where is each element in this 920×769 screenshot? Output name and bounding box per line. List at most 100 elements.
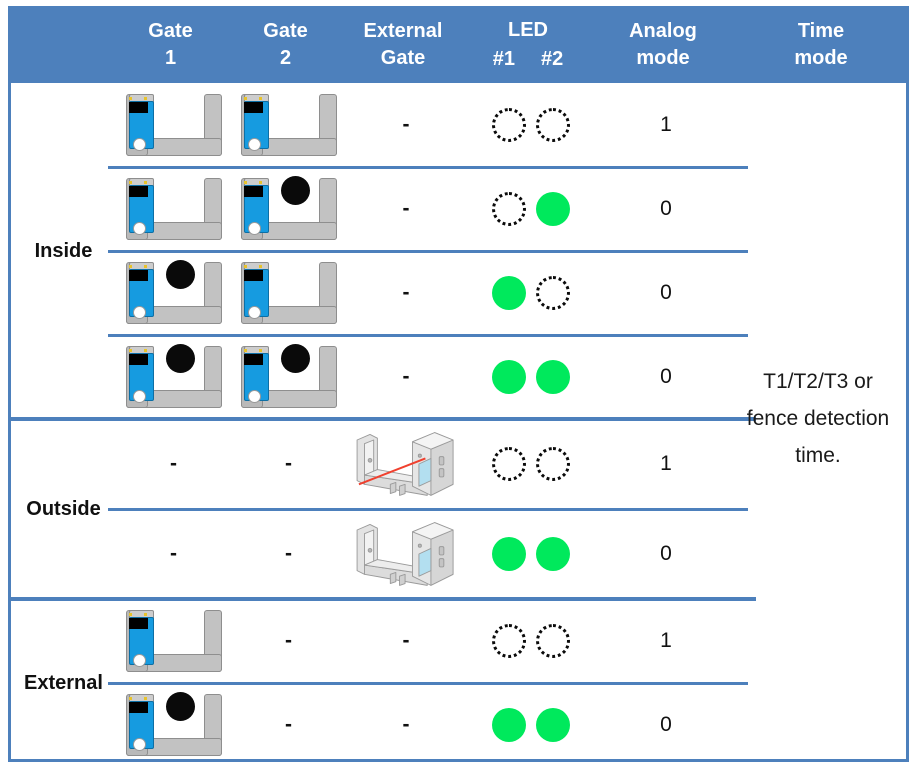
- led-indicator-pair: [492, 360, 570, 394]
- row-separator: [108, 682, 748, 685]
- sensor-led-yellow-2: [258, 180, 262, 184]
- cell-gate1: -: [170, 542, 177, 565]
- sensor-led-yellow-2: [143, 612, 147, 616]
- sensor-lens: [132, 222, 146, 235]
- group-label-external: External: [24, 671, 103, 694]
- table-row: -1: [11, 83, 756, 167]
- header-gate1-line1: Gate: [148, 19, 193, 42]
- table-row: --1: [11, 599, 756, 683]
- sensor-led-yellow-1: [128, 348, 132, 352]
- led-indicator-1-on: [492, 276, 526, 310]
- cell-led: [466, 683, 596, 767]
- cell-external-gate: [346, 419, 466, 509]
- sensor-lens: [247, 222, 261, 235]
- table-header-row: Gate 1 Gate 2 External Gate LED #1 #2 An…: [8, 6, 909, 83]
- sensor-led-yellow-2: [143, 348, 147, 352]
- cell-led: [466, 599, 596, 683]
- sensor-display: [128, 618, 148, 629]
- cell-led: [466, 509, 596, 599]
- cell-external-gate: -: [402, 113, 410, 136]
- gate1-sensor-icon: [125, 692, 222, 756]
- external-gate-device-with-beam: [356, 432, 454, 496]
- led-indicator-2-on: [536, 708, 570, 742]
- gate1-sensor-icon: [125, 94, 222, 156]
- table-row: --0: [11, 683, 756, 767]
- sensor-led-yellow-1: [243, 264, 247, 268]
- external-gate-device: [356, 522, 454, 586]
- header-led-1: #1: [492, 47, 515, 70]
- cell-gate2: -: [285, 713, 292, 736]
- led-indicator-2-off: [536, 624, 570, 658]
- sensor-lens: [132, 654, 146, 667]
- header-time-mode: Time mode: [733, 6, 909, 83]
- gate2-sensor-icon: [240, 94, 337, 156]
- led-indicator-pair: [492, 447, 570, 481]
- header-external-gate: External Gate: [343, 6, 463, 83]
- cell-analog-mode: 0: [660, 713, 672, 736]
- led-indicator-2-off: [536, 447, 570, 481]
- cell-gate2: -: [285, 542, 292, 565]
- led-indicator-pair: [492, 624, 570, 658]
- led-indicator-pair: [492, 192, 570, 226]
- group-label-outside: Outside: [26, 497, 101, 520]
- sensor-display: [128, 270, 148, 281]
- cell-gate1: [116, 83, 231, 167]
- led-indicator-1-off: [492, 192, 526, 226]
- sensor-lens: [132, 306, 146, 319]
- led-indicator-pair: [492, 108, 570, 142]
- table-row: -0: [11, 167, 756, 251]
- sensor-led-yellow-1: [243, 96, 247, 100]
- sensor-lens: [247, 138, 261, 151]
- sensor-led-yellow-1: [243, 180, 247, 184]
- header-gate2-line1: Gate: [263, 19, 308, 42]
- detected-object-ball: [165, 692, 195, 721]
- led-indicator-2-on: [536, 192, 570, 226]
- sensor-display: [243, 186, 263, 197]
- sensor-led-yellow-2: [258, 348, 262, 352]
- led-indicator-1-off: [492, 108, 526, 142]
- header-led-2: #2: [541, 47, 564, 70]
- sensor-led-yellow-2: [143, 264, 147, 268]
- table-row: -0: [11, 251, 756, 335]
- header-analog-mode: Analog mode: [593, 6, 733, 83]
- cell-analog-mode: 0: [660, 197, 672, 220]
- cell-led: [466, 251, 596, 335]
- laser-beam: [358, 457, 426, 486]
- led-indicator-2-off: [536, 276, 570, 310]
- led-indicator-2-off: [536, 108, 570, 142]
- row-separator: [108, 250, 748, 253]
- group-separator: [11, 417, 756, 421]
- cell-gate2: [231, 335, 346, 419]
- header-external-line1: External: [363, 19, 443, 42]
- row-separator: [108, 166, 748, 169]
- time-mode-cell: T1/T2/T3 or fence detection time.: [746, 370, 890, 467]
- gate1-sensor-icon: [125, 178, 222, 240]
- cell-analog-mode: 1: [660, 629, 672, 652]
- cell-gate1: [116, 335, 231, 419]
- cell-gate2: -: [285, 452, 292, 475]
- sensor-display: [128, 102, 148, 113]
- cell-led: [466, 419, 596, 509]
- header-analog-line2: mode: [636, 46, 690, 69]
- led-indicator-1-on: [492, 708, 526, 742]
- led-indicator-1-on: [492, 360, 526, 394]
- gate1-sensor-icon: [125, 260, 222, 324]
- header-gate1-line2: 1: [164, 46, 177, 69]
- cell-gate2: -: [285, 629, 292, 652]
- header-time-line1: Time: [797, 19, 845, 42]
- sensor-led-yellow-1: [128, 696, 132, 700]
- led-indicator-2-on: [536, 360, 570, 394]
- table-row: -0: [11, 335, 756, 419]
- cell-analog-mode: 0: [660, 281, 672, 304]
- led-indicator-1-off: [492, 447, 526, 481]
- header-analog-line1: Analog: [629, 19, 697, 42]
- gate2-sensor-icon: [240, 344, 337, 408]
- cell-analog-mode: 1: [660, 452, 672, 475]
- header-gate2: Gate 2: [228, 6, 343, 83]
- gate2-sensor-icon: [240, 176, 337, 240]
- sensor-led-yellow-1: [128, 264, 132, 268]
- cell-led: [466, 83, 596, 167]
- cell-led: [466, 167, 596, 251]
- cell-analog-mode: 0: [660, 365, 672, 388]
- cell-analog-mode: 0: [660, 542, 672, 565]
